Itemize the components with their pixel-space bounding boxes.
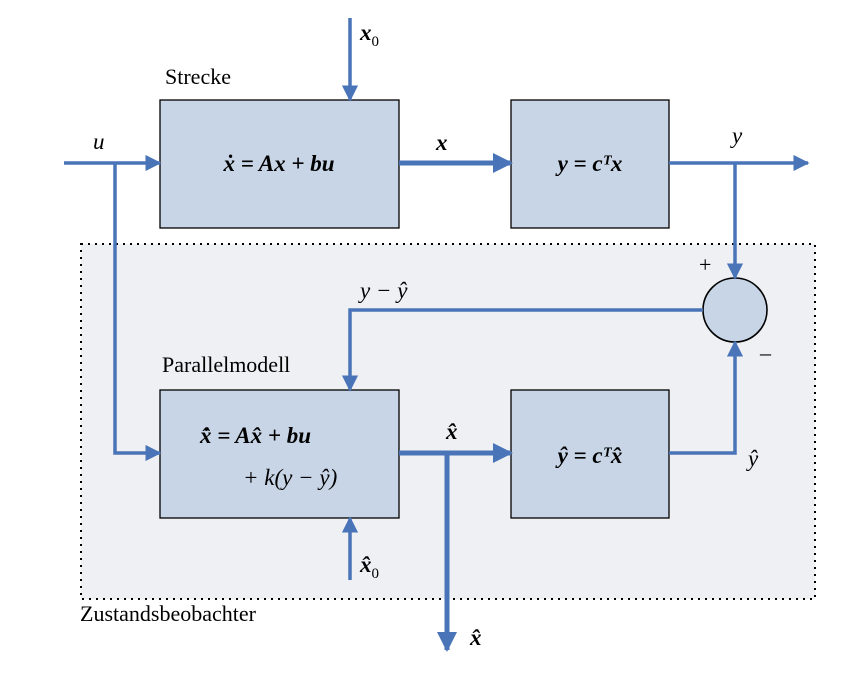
minus-sign: –: [759, 340, 772, 365]
observer-title: Zustandsbeobachter: [80, 601, 257, 626]
model-title: Parallelmodell: [162, 352, 290, 377]
model-output-block: [510, 389, 670, 519]
initial-state-label: x0: [359, 20, 379, 50]
input-to-model-arrow: [113, 163, 162, 462]
model-output-equation: ŷ = cᵀx̂: [555, 443, 623, 468]
plant-title: Strecke: [165, 64, 231, 89]
model-state-block: [159, 389, 400, 519]
output-hat-to-junction-arrow: [669, 340, 744, 455]
plant-state-block: [159, 99, 400, 229]
model-state-equation-line2: + k(y − ŷ): [243, 465, 337, 490]
plant-state-equation: ẋ = Ax + bu: [223, 151, 335, 176]
error-label: y − ŷ: [358, 278, 408, 303]
initial-state-hat-label: x̂0: [359, 552, 379, 582]
error-feedback-arrow: [341, 308, 703, 392]
state-hat-label: x̂: [445, 419, 458, 444]
output-hat-label: ŷ: [746, 446, 759, 471]
summing-junction: [702, 277, 768, 343]
state-label: x: [435, 130, 448, 155]
plus-sign: +: [699, 252, 711, 277]
state-hat-out-label: x̂: [469, 625, 482, 650]
plant-output-equation: y = cᵀx: [555, 151, 623, 176]
output-label: y: [730, 123, 743, 148]
input-label: u: [93, 129, 105, 154]
model-state-equation-line1: x̂̇ = Ax̂ + bu: [199, 423, 311, 448]
